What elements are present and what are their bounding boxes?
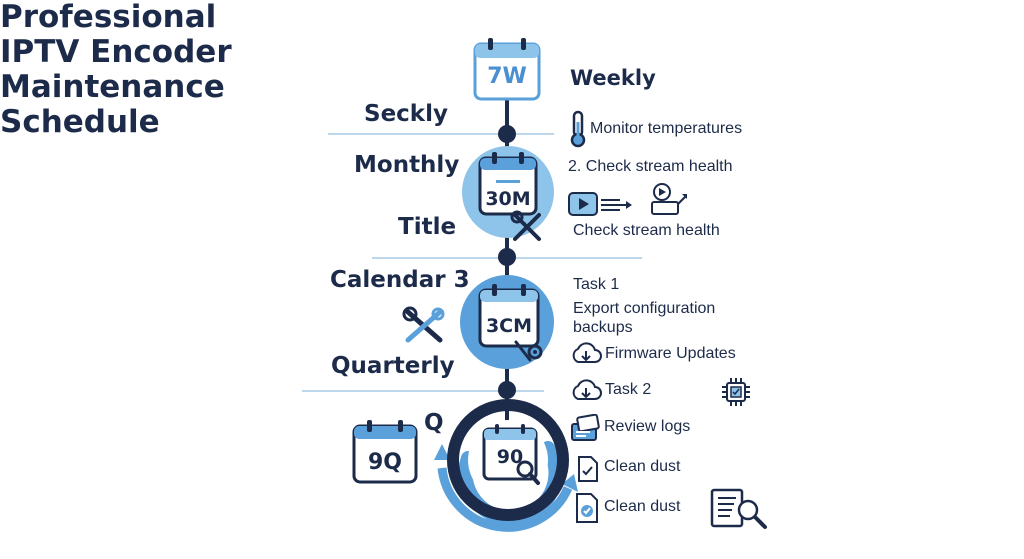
thermometer-icon (570, 110, 586, 148)
calendar3-calendar-icon: 3CM (478, 282, 540, 348)
label-seckly: Seckly (364, 101, 448, 127)
timeline-dot-1 (498, 125, 516, 143)
page-title: Professional IPTV Encoder Maintenance Sc… (0, 0, 300, 140)
title-line-3: Maintenance (0, 69, 225, 105)
weekly-calendar-icon: 7W (472, 36, 542, 102)
task-export-configuration: Export configuration (573, 300, 716, 317)
file-document-icon (576, 493, 598, 523)
weekly-heading: Weekly (570, 66, 656, 90)
calendar3-calendar-text: 3CM (485, 315, 533, 337)
task-clean-dust-1: Clean dust (604, 458, 681, 475)
label-quarterly: Quarterly (331, 353, 455, 379)
task-firmware-updates: Firmware Updates (605, 345, 736, 362)
label-monthly: Monthly (354, 152, 460, 178)
quarterly-left-calendar-text: 9Q (367, 450, 402, 475)
quarterly-center-calendar-text: 90 (496, 446, 524, 468)
stream-device-icon (651, 183, 687, 215)
quarterly-center-calendar-icon: 90 (482, 422, 538, 482)
timeline-dot-3 (498, 381, 516, 399)
chip-icon (722, 378, 750, 406)
title-line-2: IPTV Encoder (0, 34, 232, 70)
cloud-download-icon-2 (572, 379, 602, 400)
task-2: Task 2 (605, 381, 652, 398)
quarterly-left-calendar-icon: 9Q (352, 418, 418, 484)
divider-1 (328, 133, 554, 135)
label-q: Q (424, 410, 444, 436)
logs-icon (571, 414, 600, 441)
label-title: Title (398, 214, 457, 240)
gear-icon (514, 340, 543, 362)
label-calendar-3: Calendar 3 (330, 267, 470, 293)
monthly-calendar-text: 30M (485, 188, 531, 210)
task-monitor-temperatures: Monitor temperatures (590, 120, 743, 137)
wrench-screwdriver-icon-left (402, 306, 445, 343)
wrench-screwdriver-icon (510, 210, 541, 241)
cloud-download-icon (572, 342, 602, 363)
magnifier-document-icon (710, 488, 767, 529)
weekly-calendar-text: 7W (487, 64, 527, 89)
task-clean-dust-2: Clean dust (604, 498, 681, 515)
task-1: Task 1 (573, 276, 620, 293)
title-line-4: Schedule (0, 104, 160, 140)
divider-3 (302, 390, 544, 392)
play-stream-icon (568, 192, 632, 216)
monthly-calendar-icon: 30M (478, 150, 538, 216)
task-review-logs: Review logs (604, 418, 691, 435)
timeline-dot-2 (498, 248, 516, 266)
magnifier-icon (516, 460, 540, 485)
task-export-backups: backups (573, 319, 633, 336)
task-check-stream-health: Check stream health (573, 222, 720, 239)
checklist-icon (578, 456, 598, 482)
task-check-stream-health-2: 2. Check stream health (568, 158, 733, 175)
title-line-1: Professional (0, 0, 217, 35)
